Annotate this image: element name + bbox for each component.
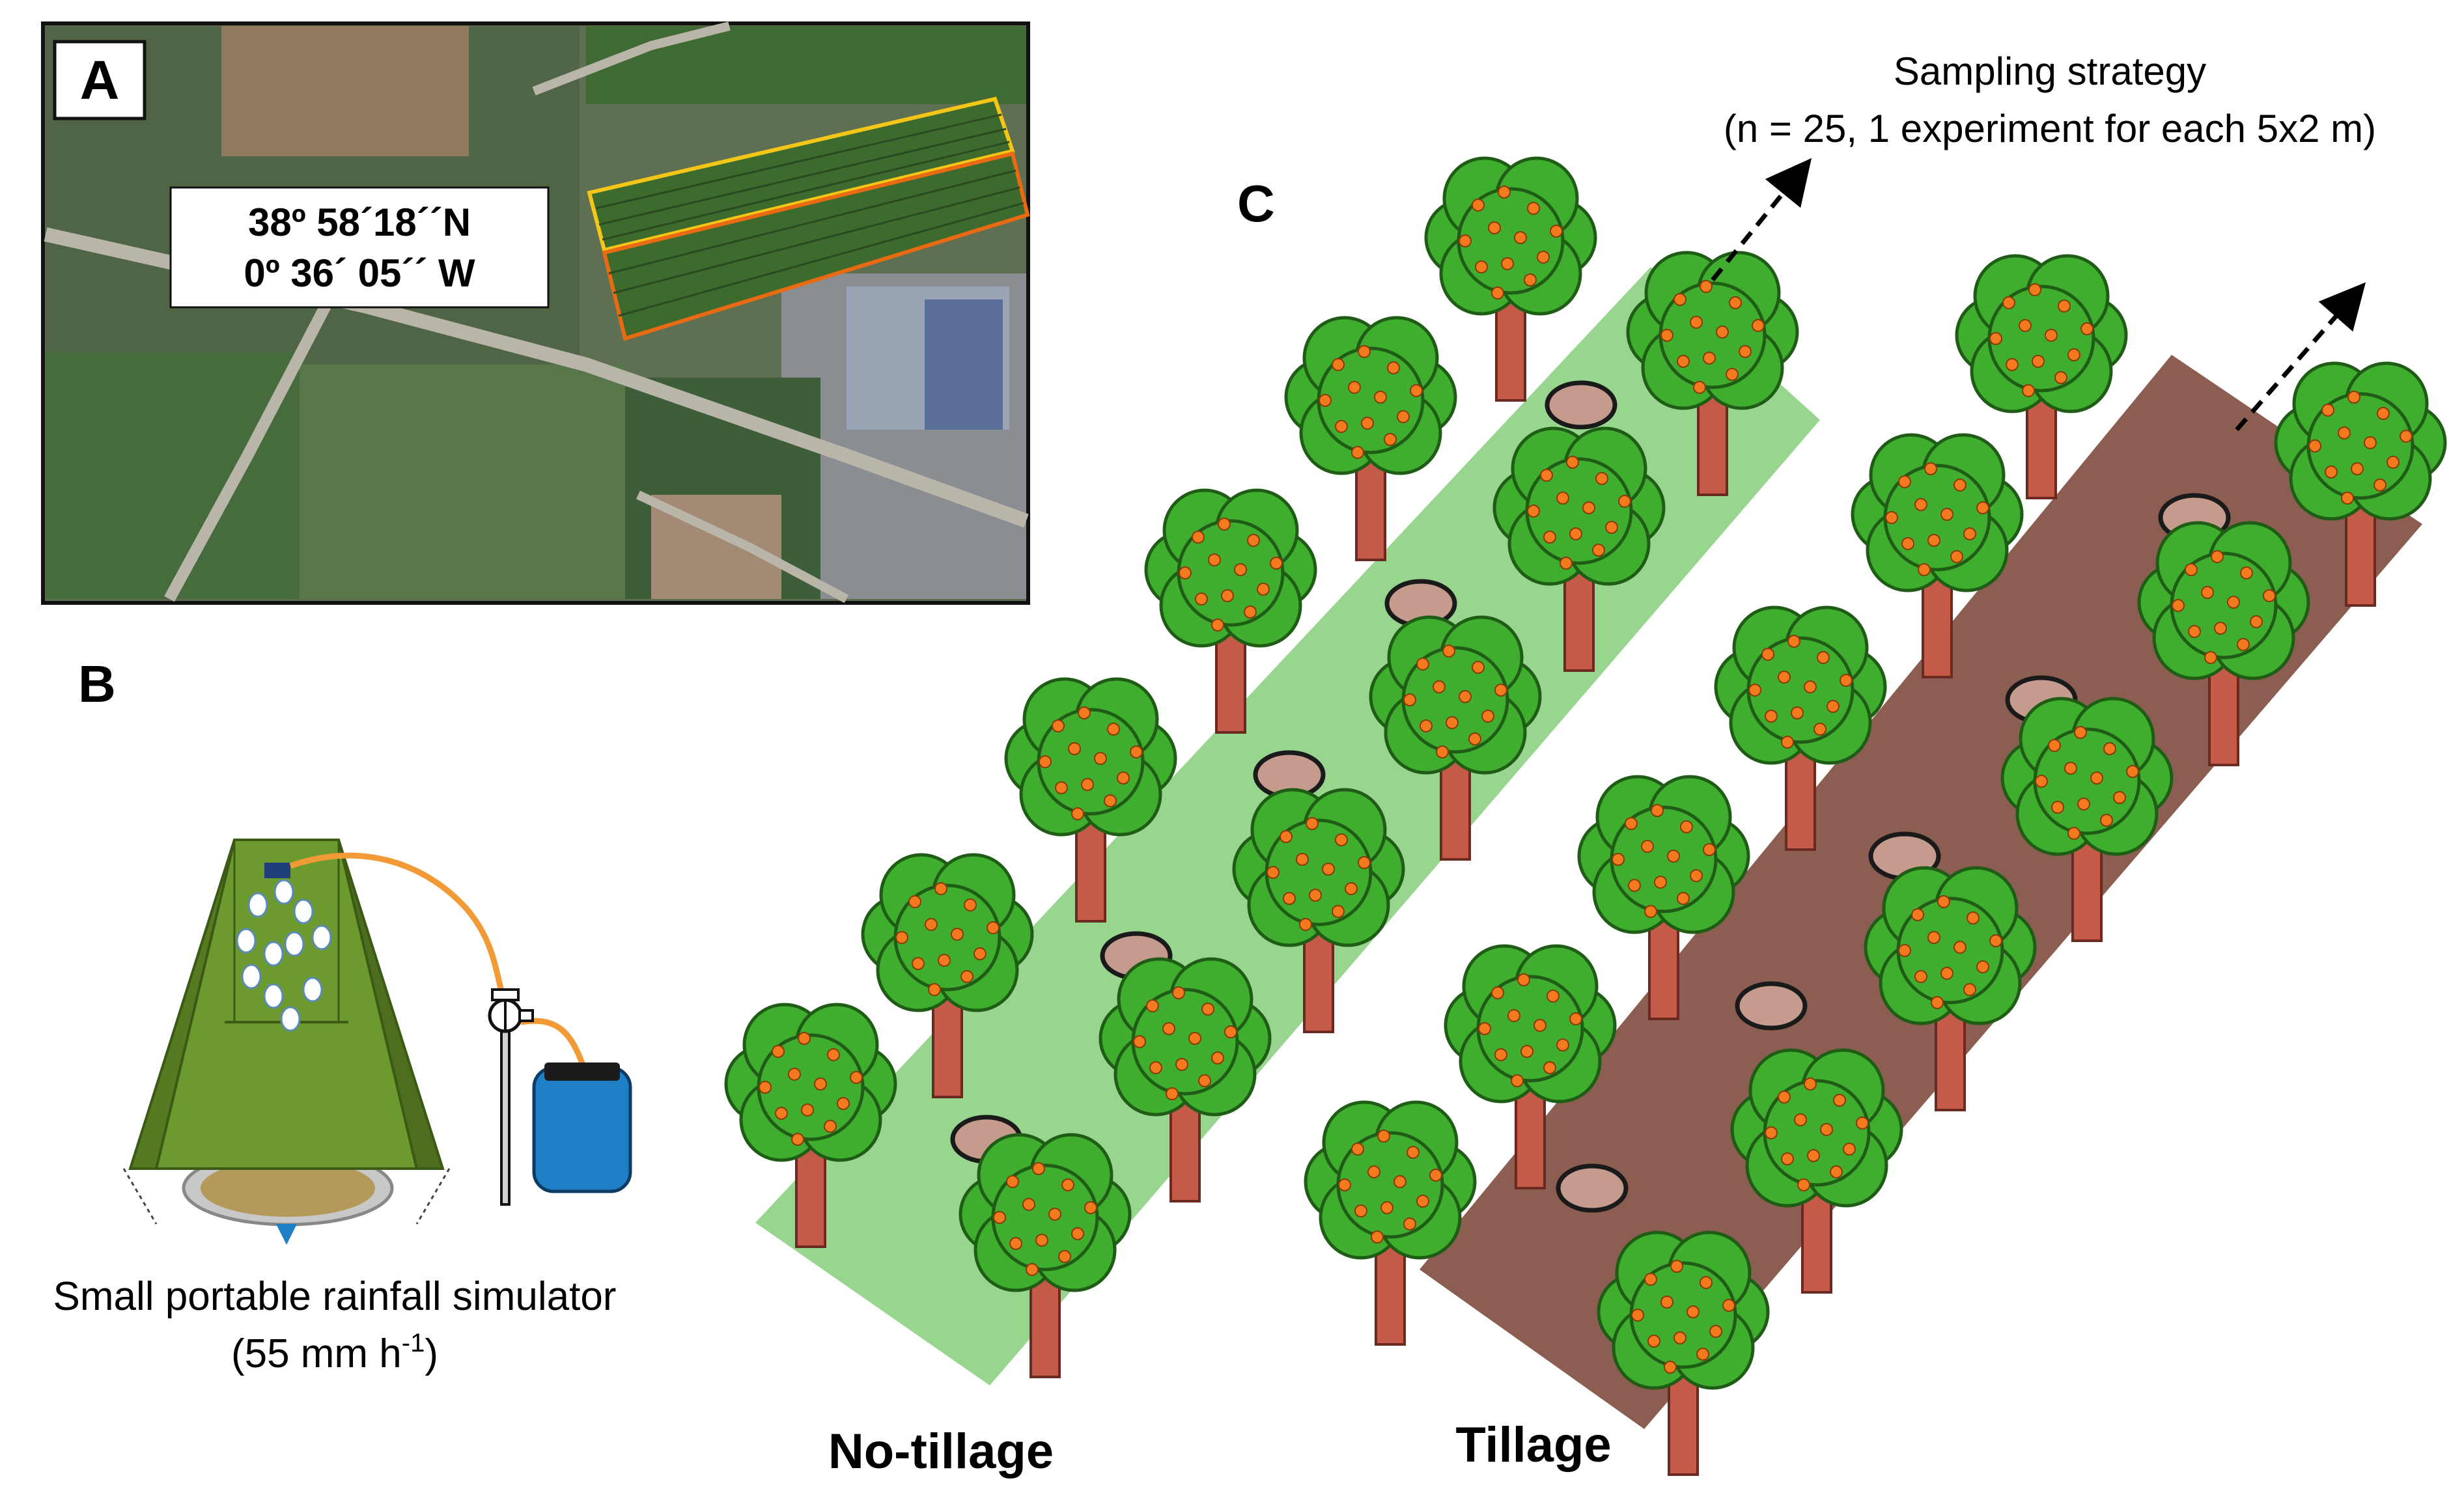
strategy-line1: Sampling strategy [1894, 49, 2206, 93]
coordinate-longitude: 0º 36´ 05´´ W [244, 251, 475, 295]
sampling-ring [1737, 984, 1805, 1028]
simulator-caption-line1: Small portable rainfall simulator [53, 1274, 617, 1319]
pressure-regulator [488, 988, 534, 1206]
strategy-line2: (n = 25, 1 experiment for each 5x2 m) [1724, 107, 2376, 150]
panel-b-label: B [78, 655, 116, 713]
rainfall-simulator [122, 839, 451, 1245]
panel-a-label: A [80, 49, 120, 111]
simulator-rate-exponent: -1 [402, 1329, 425, 1357]
orange-tree [1306, 1102, 1475, 1344]
orange-tree [1599, 1232, 1768, 1475]
panel-a: A 38º 58´18´´N 0º 36´ 05´´ W [41, 21, 1030, 605]
water-hose [289, 852, 509, 1007]
panel-b: B [53, 655, 632, 1376]
tillage-label: Tillage [1455, 1417, 1611, 1473]
rain-drops [236, 879, 332, 1032]
water-tank [532, 1062, 632, 1193]
coordinate-latitude: 38º 58´18´´N [248, 201, 471, 244]
sampling-ring [1547, 383, 1615, 427]
aerial-texture [44, 21, 1029, 604]
sampling-ring [1558, 1166, 1626, 1210]
coordinates-box [169, 186, 550, 309]
simulator-rate: (55 mm h [231, 1331, 402, 1376]
simulator-rate-close: ) [425, 1331, 438, 1376]
simulator-caption-line2: (55 mm h-1) [231, 1329, 438, 1376]
no-tillage-label: No-tillage [828, 1424, 1054, 1479]
panel-c: C Sampling strategy (n = 25, 1 experimen… [726, 49, 2445, 1479]
plot-rows [595, 113, 1024, 317]
panel-a-label-box [53, 40, 147, 120]
study-plot-orange [602, 151, 1030, 341]
direction-arrow-tillage [2235, 282, 2366, 432]
panel-c-label: C [1237, 174, 1275, 232]
